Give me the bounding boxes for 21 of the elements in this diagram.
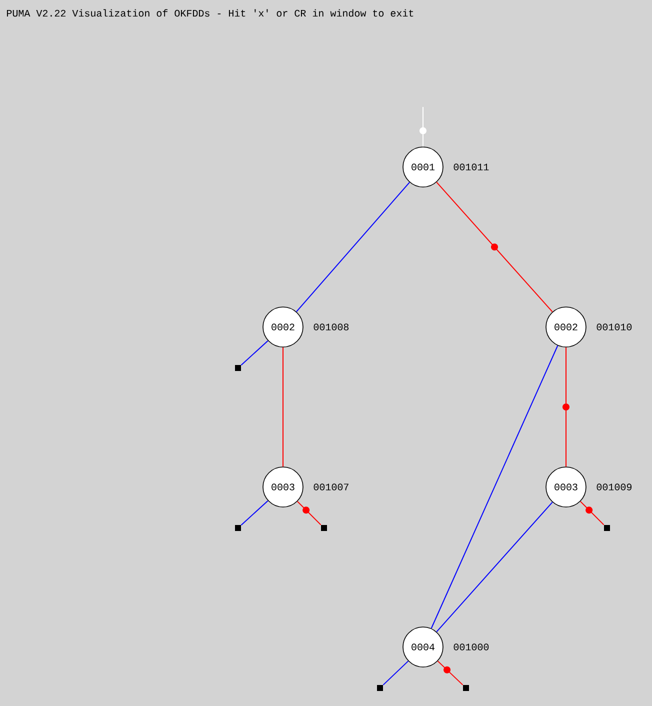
id-label: 001009 bbox=[596, 484, 632, 490]
edge-line-with-dot bbox=[436, 182, 553, 312]
edge-line bbox=[240, 340, 268, 366]
edge-line bbox=[436, 502, 553, 632]
edge-line-with-dot bbox=[420, 106, 426, 148]
edge-line bbox=[240, 500, 268, 526]
id-label: 001008 bbox=[314, 324, 349, 330]
id-label: 001007 bbox=[314, 484, 348, 490]
edge-line-with-dot bbox=[562, 346, 570, 468]
edge-line bbox=[282, 346, 284, 468]
edge-line-with-dot bbox=[296, 500, 322, 526]
edge-line bbox=[430, 345, 558, 629]
id-label: 001011 bbox=[454, 164, 489, 170]
title: PUMA V2.22 Visualization of OKFDDs - Hit 'x' or CR in window to exit bbox=[6, 9, 414, 17]
edge-line-with-dot bbox=[580, 500, 604, 526]
terminal-square bbox=[321, 525, 327, 531]
edge-line-with-dot bbox=[437, 660, 464, 686]
id-label: 001010 bbox=[596, 324, 632, 330]
edge-line bbox=[296, 182, 410, 312]
edge-line bbox=[382, 660, 409, 686]
id-label: 001000 bbox=[454, 644, 489, 650]
